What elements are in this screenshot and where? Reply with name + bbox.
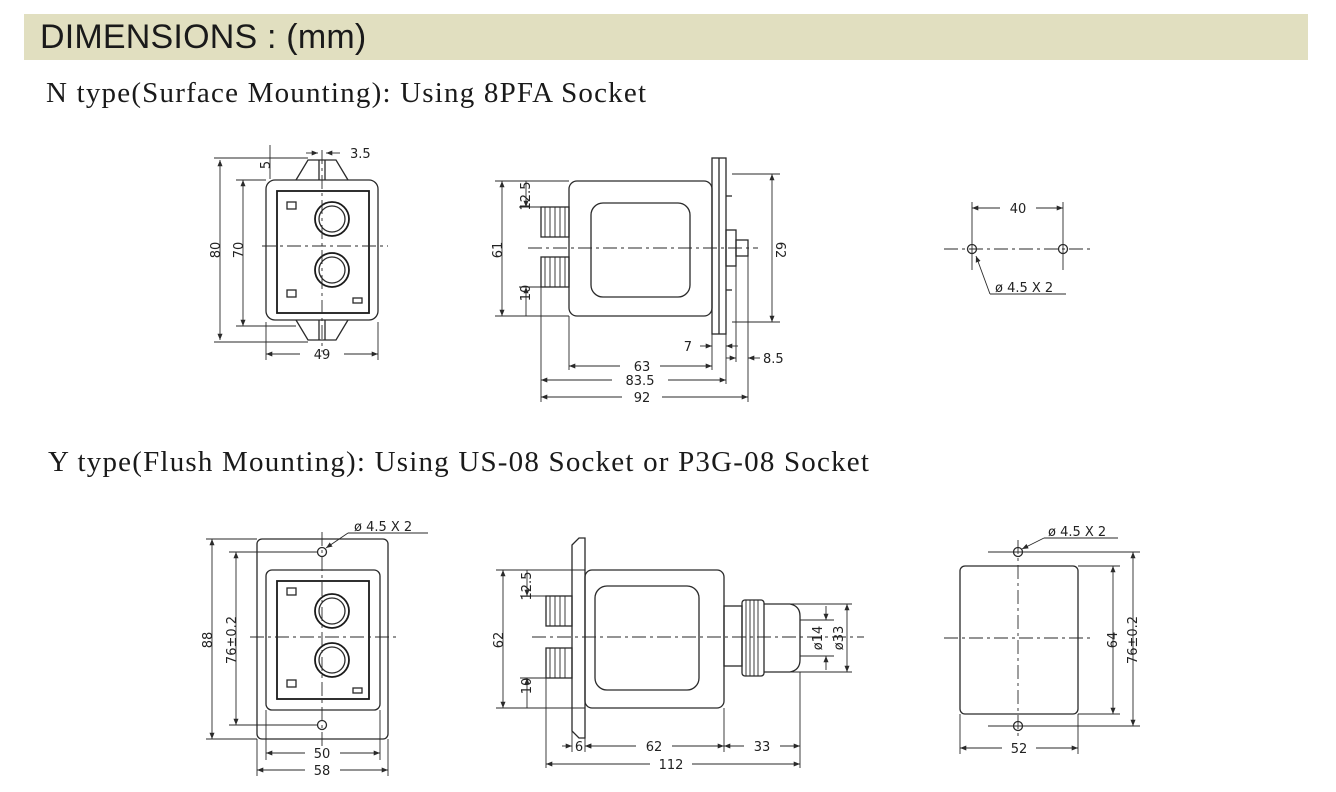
n-front-knob-top (314, 201, 350, 237)
y-side-dim-dia14: ø14 (811, 626, 826, 651)
page-title: DIMENSIONS : (mm) (40, 18, 367, 56)
y-side-dim-12-5: 12.5 (520, 572, 535, 601)
y-front-indicator-top (286, 587, 297, 596)
y-front-outer-plate (256, 538, 389, 740)
y-side-socket-cap (764, 603, 801, 673)
y-side-dim-62-body: 62 (646, 740, 663, 755)
y-front-view: ø 4.5 X 2 88 76±0.2 50 58 (201, 520, 428, 779)
y-side-knob-bottom (545, 647, 573, 679)
y-front-body (265, 569, 381, 711)
n-side-dim-10: 10 (519, 285, 534, 302)
y-front-knob-top (314, 593, 350, 629)
n-side-dim-83-5: 83.5 (626, 374, 655, 389)
n-hole-pattern: 40 ø 4.5 X 2 (944, 202, 1092, 296)
y-cutout-dim-64: 64 (1106, 632, 1121, 649)
n-side-dim-7: 7 (684, 340, 692, 355)
y-type-title: Y type(Flush Mounting): Using US-08 Sock… (48, 446, 871, 478)
n-front-dim-3-5: 3.5 (350, 147, 371, 162)
n-hole-right (1057, 243, 1069, 255)
y-cutout-dim-76: 76±0.2 (1126, 616, 1141, 664)
n-side-dim-61: 61 (491, 242, 506, 259)
y-side-dim-112: 112 (659, 758, 684, 773)
y-side-knob-top (545, 595, 573, 627)
n-side-view: 61 12.5 10 62 63 83.5 92 7 (491, 157, 787, 406)
y-front-indicator-bottom (286, 679, 297, 688)
n-front-indicator-top (286, 201, 297, 210)
n-front-dim-80: 80 (209, 242, 224, 259)
n-side-dim-63: 63 (634, 360, 651, 375)
y-side-view: 62 12.5 10 ø14 ø33 6 62 (492, 537, 864, 773)
y-front-dim-50: 50 (314, 747, 331, 762)
n-front-dim-49: 49 (314, 348, 331, 363)
y-side-dim-6: 6 (575, 740, 583, 755)
y-front-dim-88: 88 (201, 632, 216, 649)
n-side-dim-8-5: 8.5 (763, 352, 784, 367)
n-side-dim-62: 62 (772, 242, 787, 259)
n-side-dim-92: 92 (634, 391, 651, 406)
y-cutout-dim-52: 52 (1011, 742, 1028, 757)
n-front-inner-panel (276, 190, 370, 314)
y-cutout-hole-note: ø 4.5 X 2 (1048, 525, 1106, 540)
n-front-dim-5: 5 (259, 161, 274, 169)
n-hole-dim-40: 40 (1010, 202, 1027, 217)
y-side-socket-ring (741, 599, 765, 677)
y-side-dim-10: 10 (520, 678, 535, 695)
y-side-dim-62: 62 (492, 632, 507, 649)
n-front-view: 80 70 5 3.5 49 (209, 145, 388, 363)
n-type-title: N type(Surface Mounting): Using 8PFA Soc… (46, 77, 648, 109)
y-front-dim-76: 76±0.2 (225, 616, 240, 664)
y-side-dim-33: 33 (754, 740, 771, 755)
n-side-dim-12-5: 12.5 (519, 182, 534, 211)
n-front-knob-bottom (314, 252, 350, 288)
n-hole-note: ø 4.5 X 2 (995, 281, 1053, 296)
n-side-window (590, 202, 691, 298)
n-front-dim-70: 70 (232, 242, 247, 259)
y-front-dim-58: 58 (314, 764, 331, 779)
y-side-dim-dia33: ø33 (832, 626, 847, 651)
y-front-hole-top (316, 546, 328, 558)
n-front-indicator-bottom (286, 289, 297, 298)
y-front-hole-note: ø 4.5 X 2 (354, 520, 412, 535)
header-bar: DIMENSIONS : (mm) (24, 14, 1308, 60)
y-front-knob-bottom (314, 642, 350, 678)
y-cutout-rect (959, 565, 1079, 715)
y-cutout-view: ø 4.5 X 2 64 76±0.2 52 (944, 525, 1141, 757)
y-front-inner-panel (276, 580, 370, 700)
y-side-window (594, 585, 700, 691)
n-front-bottom-tab (295, 319, 349, 341)
y-side-socket-base (723, 605, 743, 667)
y-side-body (584, 569, 725, 709)
n-hole-left (966, 243, 978, 255)
